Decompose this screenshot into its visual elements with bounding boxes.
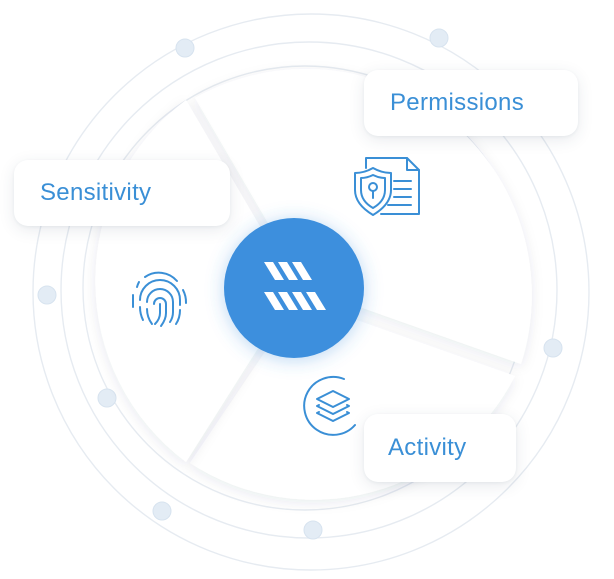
label-sensitivity: Sensitivity (14, 160, 230, 226)
orbit-dot (429, 28, 449, 48)
label-permissions: Permissions (364, 70, 578, 136)
orbit-dot (37, 285, 57, 305)
orbit-ring-outer (32, 13, 590, 571)
orbit-dot (152, 501, 172, 521)
layers-icon (303, 375, 356, 436)
orbit-dot (543, 338, 563, 358)
label-sensitivity-text: Sensitivity (40, 179, 152, 206)
hub (224, 218, 364, 358)
label-activity-text: Activity (388, 434, 467, 461)
orbit-dot (175, 38, 195, 58)
sector-permissions (195, 68, 532, 365)
orbit-dots (37, 28, 563, 540)
label-activity: Activity (364, 414, 516, 482)
shield-document-icon (354, 157, 420, 216)
label-permissions-text: Permissions (390, 89, 524, 116)
fingerprint-icon (132, 271, 187, 327)
orbit-dot (97, 388, 117, 408)
orbit-dot (303, 520, 323, 540)
hub-circle (224, 218, 364, 358)
brand-logo-icon (264, 262, 326, 310)
